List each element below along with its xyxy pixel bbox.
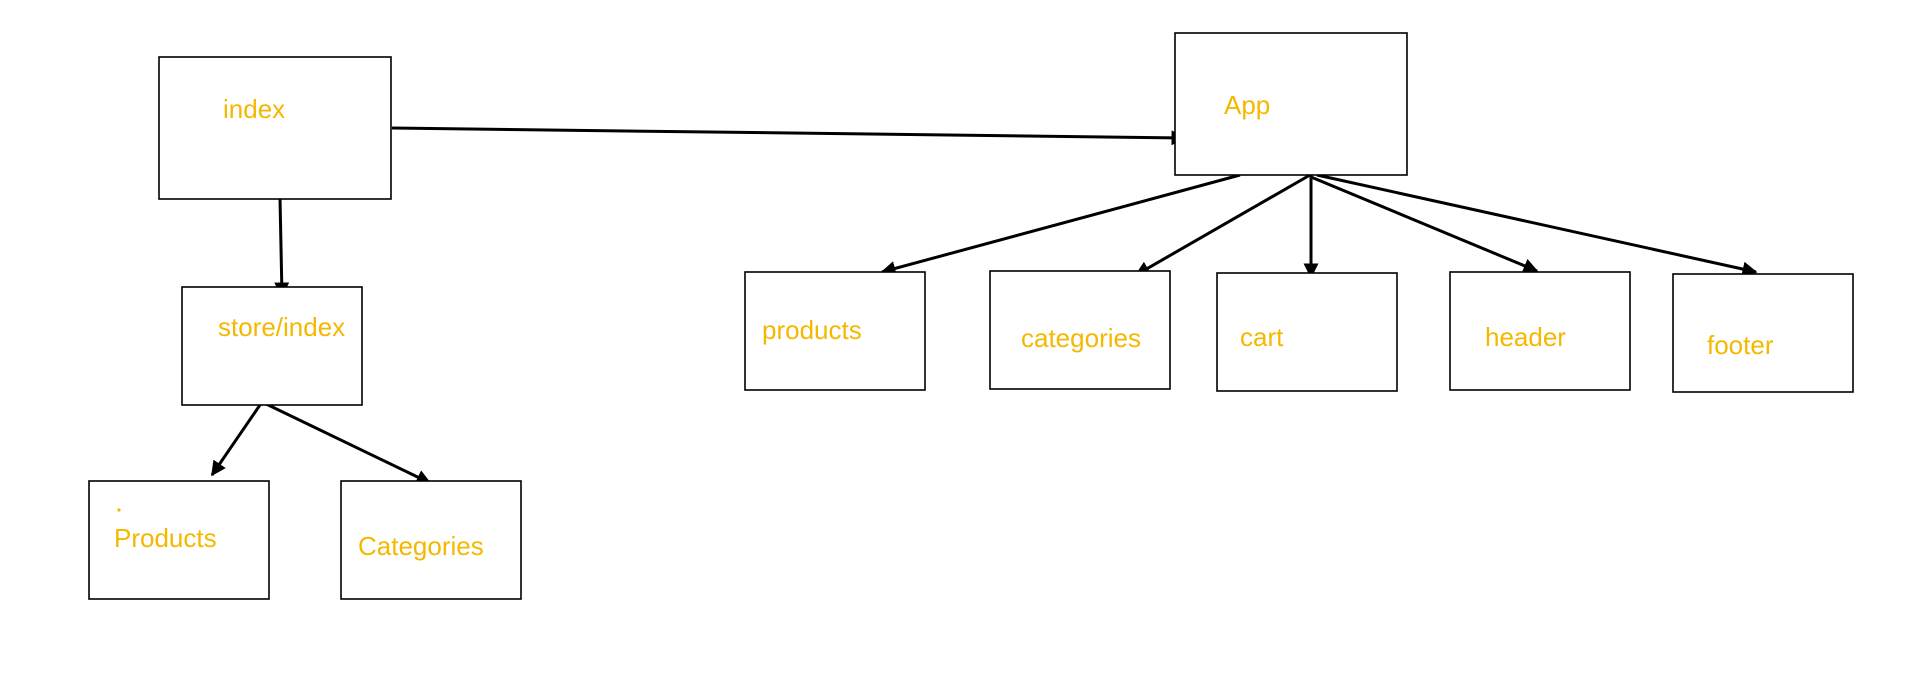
node-categories-upper-box (340, 480, 522, 600)
node-app: App (1174, 32, 1408, 176)
node-app-label: App (1224, 90, 1270, 120)
node-footer-label: footer (1707, 330, 1774, 360)
node-products-upper: Products (88, 480, 270, 600)
stray-dot-mark (117, 508, 121, 512)
node-cart-box (1216, 272, 1398, 392)
node-cart-label: cart (1240, 322, 1284, 352)
edge-index-to-app (391, 126, 1187, 146)
edge-app-to-header (1310, 175, 1539, 273)
node-footer: footer (1672, 273, 1854, 393)
node-products-upper-box (88, 480, 270, 600)
node-header-label: header (1485, 322, 1566, 352)
node-index: index (158, 56, 392, 200)
edge-index-to-store-index (274, 197, 290, 298)
node-products-lower-label: products (762, 315, 862, 345)
node-header-box (1449, 271, 1631, 391)
node-products-upper-label: Products (114, 523, 217, 553)
node-store-index-label: store/index (218, 312, 345, 342)
node-footer-box (1672, 273, 1854, 393)
node-products-lower-box (744, 271, 926, 391)
edge-app-to-categories (1134, 173, 1311, 277)
edge-store-index-to-products (210, 401, 264, 477)
node-products-lower: products (744, 271, 926, 391)
node-categories-upper: Categories (340, 480, 522, 600)
node-categories-upper-label: Categories (358, 531, 484, 561)
edge-store-index-to-categories (261, 400, 432, 485)
node-header: header (1449, 271, 1631, 391)
node-categories-lower: categories (989, 270, 1171, 390)
node-store-index-box (181, 286, 363, 406)
edge-app-to-footer (1316, 173, 1758, 277)
edges (210, 126, 1758, 485)
node-categories-lower-label: categories (1021, 323, 1141, 353)
edge-app-to-products (880, 173, 1241, 276)
node-index-box (158, 56, 392, 200)
node-app-box (1174, 32, 1408, 176)
node-store-index: store/index (181, 286, 363, 406)
node-index-label: index (223, 94, 285, 124)
node-cart: cart (1216, 272, 1398, 392)
node-categories-lower-box (989, 270, 1171, 390)
